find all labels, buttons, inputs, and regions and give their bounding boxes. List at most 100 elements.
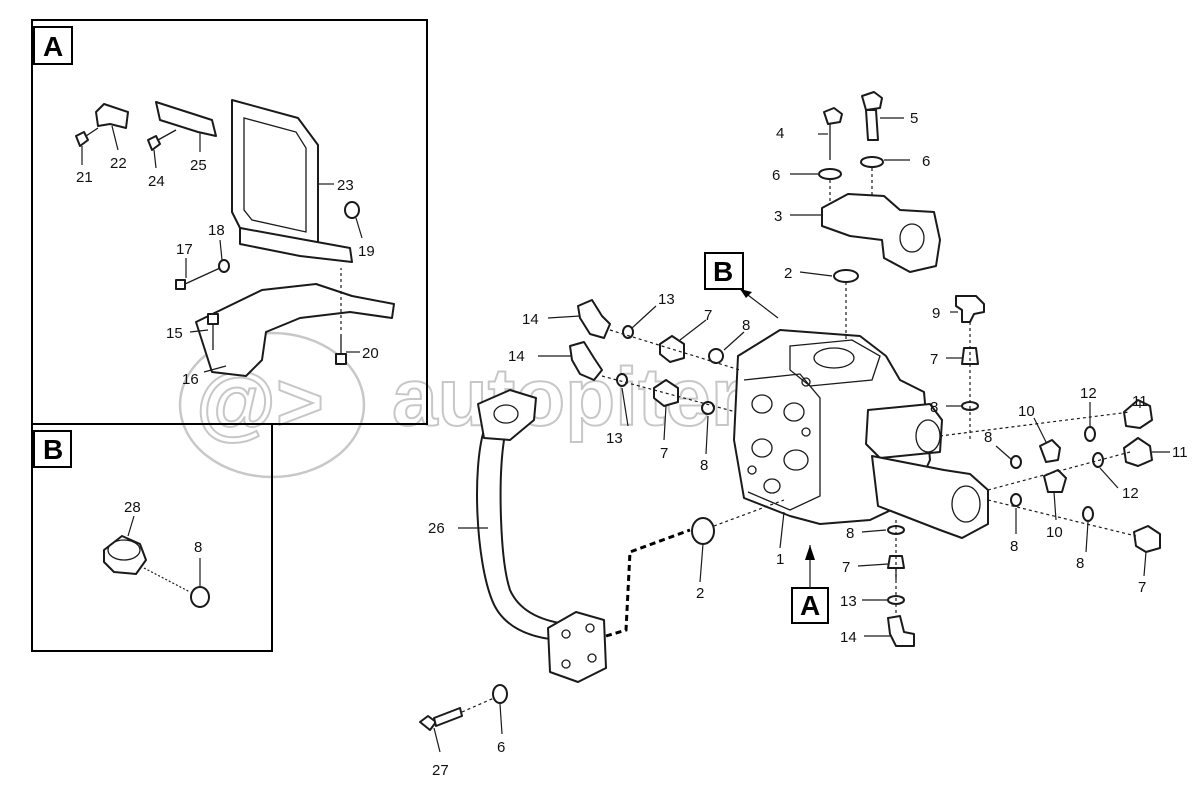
flange-hole-3 <box>561 659 571 669</box>
elbow-14-top <box>577 299 611 339</box>
label-21: 21 <box>76 169 93 186</box>
inset-b-tag-box <box>33 430 72 468</box>
label-6-left: 6 <box>772 167 780 184</box>
label-8-top: 8 <box>742 317 750 334</box>
inset-b-frame <box>31 423 273 652</box>
solenoid-lower-cap <box>951 485 981 523</box>
flange-hole-4 <box>587 653 597 663</box>
pipe-26-flange-bottom <box>547 611 607 683</box>
valve-port-b <box>783 402 805 422</box>
label-14-bottom: 14 <box>840 629 857 646</box>
o-ring-8-right-far <box>1082 506 1094 522</box>
leader-15 <box>189 329 209 333</box>
leader-12-lower <box>1099 467 1119 489</box>
adapter-3 <box>821 193 941 273</box>
axis-right-upper <box>939 411 1131 437</box>
adapter-3-port <box>899 223 925 253</box>
inset-b-tag: B <box>43 434 63 465</box>
label-8-right-low: 8 <box>1010 538 1018 555</box>
label-5: 5 <box>910 110 918 127</box>
fitting-10-upper <box>1039 439 1061 463</box>
leader-7-top <box>679 319 707 341</box>
inset-a-tag: A <box>43 31 63 62</box>
label-12-upper: 12 <box>1080 385 1097 402</box>
callout-a-arrow <box>805 545 815 560</box>
leader-8-mid <box>705 415 709 455</box>
o-ring-2-top <box>833 269 859 283</box>
inset-a: A 21 <box>31 19 428 425</box>
leader-16 <box>203 365 227 373</box>
plate-16 <box>195 283 395 377</box>
washer-18 <box>218 259 230 273</box>
bolt-4-head <box>823 107 843 125</box>
washer-6-bottom <box>492 684 508 704</box>
axis-27 <box>461 697 495 713</box>
valve-port-a <box>751 394 773 414</box>
axis-left-top <box>609 329 741 371</box>
callout-b-arrow <box>740 289 752 298</box>
tee-9 <box>955 295 985 323</box>
o-ring-8-right-mid <box>1010 455 1022 469</box>
elbow-11-lower <box>1123 437 1153 467</box>
label-11-lower: 11 <box>1172 444 1188 461</box>
leader-7-right-bottom <box>1143 551 1147 577</box>
leader-8-right-far <box>1085 521 1089 553</box>
label-14-mid: 14 <box>508 348 525 365</box>
elbow-11-upper <box>1123 399 1153 429</box>
bolt-20-head <box>335 353 347 365</box>
leader-8-right-mid <box>995 445 1013 461</box>
leader-7-bottom <box>857 563 889 567</box>
label-11-upper: 11 <box>1132 393 1148 410</box>
label-16: 16 <box>182 371 199 388</box>
label-3: 3 <box>774 208 782 225</box>
fitting-10-lower <box>1043 469 1067 493</box>
leader-22 <box>111 125 119 151</box>
label-8-b: 8 <box>194 539 202 556</box>
o-ring-13-mid <box>616 373 628 387</box>
axis-right-lower <box>987 451 1131 491</box>
label-15: 15 <box>166 325 183 342</box>
label-27: 27 <box>432 762 449 779</box>
bolt-27-shank <box>433 707 463 727</box>
bolt-17-shank <box>184 267 221 285</box>
elbow-14-bottom <box>887 615 915 647</box>
bracket-frame-inner <box>243 117 307 233</box>
plug-28-face <box>107 539 141 561</box>
label-7-top: 7 <box>704 307 712 324</box>
flange-hole-1 <box>561 629 571 639</box>
label-2-bottom: 2 <box>696 585 704 602</box>
callout-b: B <box>713 256 733 287</box>
leader-10-upper <box>1033 417 1047 443</box>
pipe-26 <box>476 429 567 641</box>
callout-a-box <box>791 587 829 624</box>
label-1: 1 <box>776 551 784 568</box>
label-18: 18 <box>208 222 225 239</box>
label-14-top: 14 <box>522 311 539 328</box>
o-ring-8-mid-left <box>701 401 715 415</box>
flange-hole-2 <box>585 623 595 633</box>
label-13-mid: 13 <box>606 430 623 447</box>
label-7-bottom: 7 <box>842 559 850 576</box>
leader-1 <box>779 511 785 549</box>
elbow-14-mid <box>569 341 603 381</box>
strap-25 <box>155 101 217 137</box>
label-25: 25 <box>190 157 207 174</box>
label-4: 4 <box>776 125 784 142</box>
bolt-5-shank <box>865 109 879 141</box>
valve-port-d <box>783 449 809 471</box>
label-20: 20 <box>362 345 379 362</box>
axis-2-bottom <box>713 499 785 527</box>
o-ring-13-top <box>622 325 634 339</box>
label-17: 17 <box>176 241 193 258</box>
main-assembly: B A <box>419 91 1188 779</box>
fitting-7-right-bottom <box>1133 525 1161 553</box>
valve-port-e <box>763 478 781 494</box>
label-12-lower: 12 <box>1122 485 1139 502</box>
o-ring-12-upper <box>1084 426 1096 442</box>
fitting-7-top <box>659 335 685 363</box>
leader-2-top <box>799 271 833 277</box>
label-6-bottom: 6 <box>497 739 505 756</box>
solenoid-upper <box>865 403 943 459</box>
